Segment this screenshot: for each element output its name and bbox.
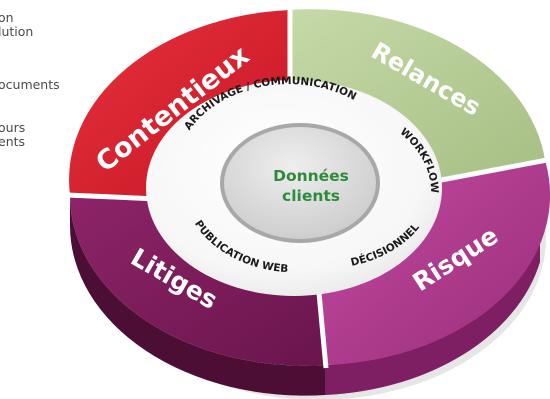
relances-segment [290,9,545,181]
risque-segment [318,160,550,365]
side-text-block-2: ocuments [0,78,60,92]
center-title-line-2: clients [282,187,340,205]
side-text-line: ours [0,120,26,135]
segment-separators [66,8,548,369]
center-disc [224,127,376,239]
side-text-line: ents [0,134,26,149]
side-text-block-1: on lution [0,11,33,39]
risque-segment-side [325,235,540,395]
litiges-segment [69,195,326,366]
side-text-line: on [0,10,14,25]
side-text-block-3: ours ents [0,121,25,149]
contentieux-segment [69,10,290,198]
litiges-segment-side [69,195,326,396]
side-text-line: ocuments [0,77,60,92]
center-title-line-1: Données [273,167,349,185]
side-text-line: lution [0,24,34,39]
